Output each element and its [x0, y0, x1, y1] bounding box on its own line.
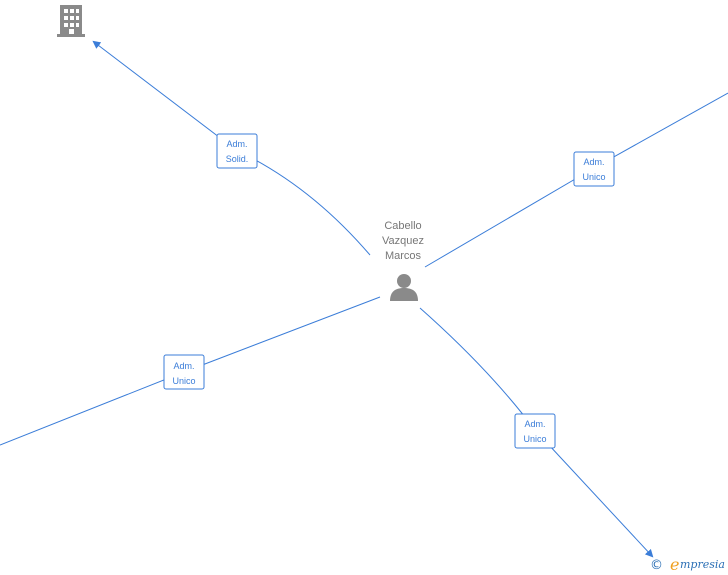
svg-text:Solid.: Solid.: [226, 154, 249, 164]
relation-label-top-left[interactable]: Adm. Solid.: [216, 133, 258, 169]
svg-text:Adm.: Adm.: [173, 361, 194, 371]
building-icon[interactable]: [57, 5, 85, 37]
relation-label-left[interactable]: Adm. Unico: [163, 354, 205, 390]
person-name-line-2: Vazquez: [382, 235, 424, 247]
svg-text:Adm.: Adm.: [583, 157, 604, 167]
center-person-node[interactable]: Cabello Vazquez Marcos: [382, 220, 424, 301]
svg-text:Adm.: Adm.: [524, 419, 545, 429]
person-name-line-1: Cabello: [384, 220, 421, 232]
brand-rest: mpresia: [680, 558, 725, 571]
relation-label-top-right[interactable]: Adm. Unico: [573, 151, 615, 187]
copyright-icon: ©: [650, 558, 663, 573]
svg-text:Unico: Unico: [582, 172, 605, 182]
relation-label-bottom-right[interactable]: Adm. Unico: [514, 413, 556, 449]
person-icon: [390, 274, 418, 301]
svg-text:Unico: Unico: [523, 434, 546, 444]
brand-e: e: [670, 555, 679, 574]
person-name-line-3: Marcos: [385, 250, 422, 262]
svg-text:Unico: Unico: [172, 376, 195, 386]
svg-text:Adm.: Adm.: [226, 139, 247, 149]
empresia-logo: © e mpresia: [650, 555, 725, 574]
